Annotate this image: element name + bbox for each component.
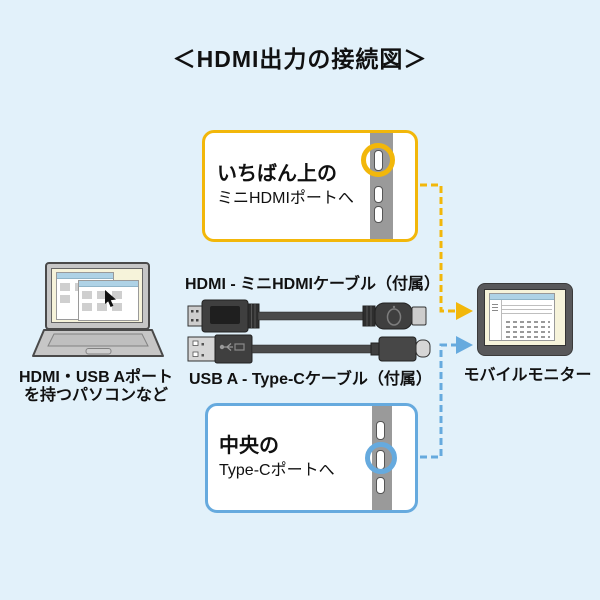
port-slot-middle (374, 186, 383, 203)
monitor-screen (484, 289, 566, 346)
window-sidebar (490, 300, 502, 340)
mobile-monitor (477, 283, 573, 356)
callout-typec-line1: 中央の (219, 435, 279, 457)
monitor-label: モバイルモニター (463, 367, 592, 384)
callout-mini-hdmi-port: いちばん上の ミニHDMIポートへ (202, 130, 418, 242)
cursor-icon (105, 290, 116, 307)
folder-icon (82, 291, 92, 299)
document-lines (502, 302, 552, 317)
usb-type-c-cable-illustration (187, 334, 431, 364)
usb-logo-icon (219, 343, 245, 351)
page-title: ＜HDMI出力の接続図＞ (172, 46, 428, 72)
port-slot-bottom (376, 477, 385, 494)
window-titlebar (490, 294, 554, 300)
folder-icon (97, 303, 107, 311)
laptop-base (32, 329, 164, 357)
callout-hdmi-line2: ミニHDMIポートへ (217, 190, 354, 207)
callout-hdmi-line1: いちばん上の (217, 163, 337, 185)
usb-cable-label: USB A - Type-Cケーブル（付属） (189, 371, 432, 388)
laptop-screen (45, 262, 150, 330)
folder-icon (60, 295, 70, 303)
hdmi-cable-illustration (187, 299, 427, 333)
blue-arrow-icon (456, 336, 473, 354)
laptop-label-line2: を持つパソコンなど (23, 387, 168, 404)
port-slot-top (376, 421, 385, 440)
laptop-display (51, 268, 143, 323)
folder-icon (60, 283, 70, 291)
window-titlebar (57, 273, 113, 279)
laptop-label-line1: HDMI・USB Aポート (18, 369, 174, 386)
port-slot-bottom (374, 206, 383, 223)
monitor-window (489, 293, 555, 341)
folder-icon (97, 291, 107, 299)
highlight-ring-middle-port (365, 442, 397, 474)
folder-icon (82, 303, 92, 311)
hdmi-cable-label: HDMI - ミニHDMIケーブル（付属） (185, 276, 441, 293)
callout-type-c-port: 中央の Type-Cポートへ (205, 403, 418, 513)
folder-icon (112, 303, 122, 311)
laptop-label: HDMI・USB Aポート を持つパソコンなど (10, 369, 182, 405)
window-titlebar (79, 281, 138, 287)
yellow-arrow-icon (456, 302, 473, 320)
folder-icon (112, 291, 122, 299)
callout-typec-line2: Type-Cポートへ (219, 462, 335, 479)
highlight-ring-top-port (361, 143, 395, 177)
